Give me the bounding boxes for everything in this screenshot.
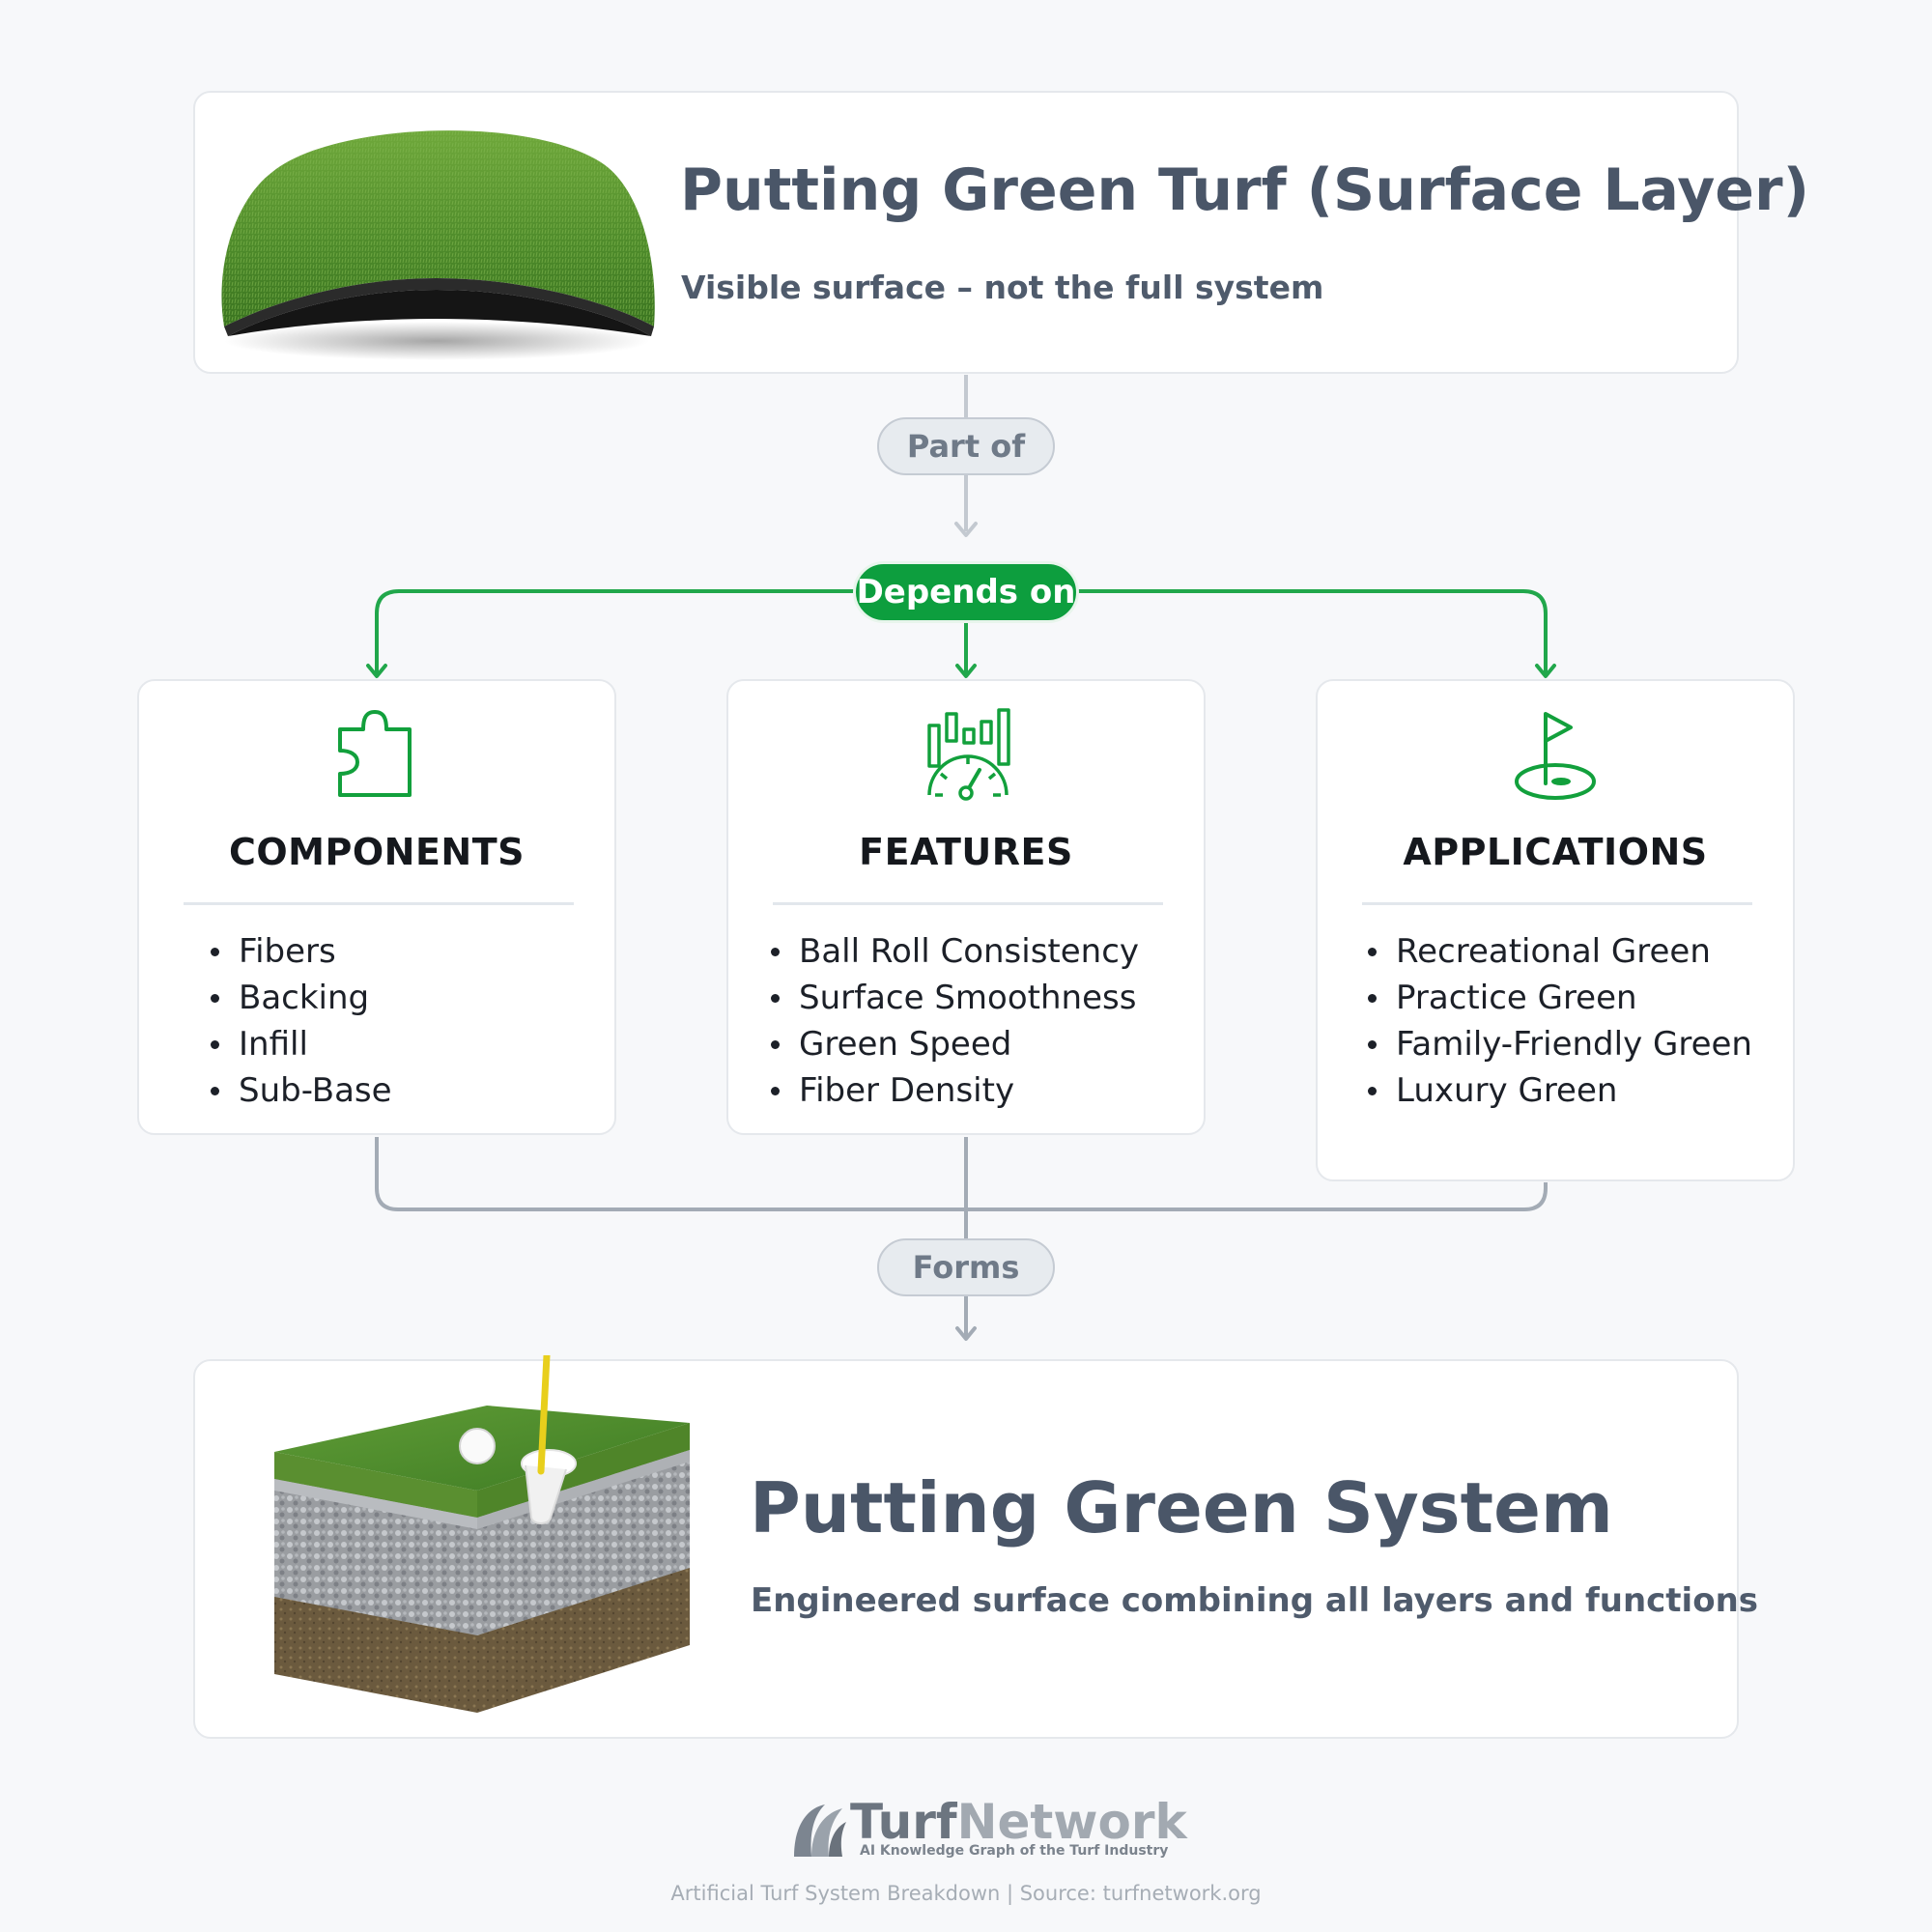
brand-turf: Turf bbox=[850, 1794, 957, 1850]
footer-caption: Artificial Turf System Breakdown | Sourc… bbox=[670, 1882, 1262, 1905]
applications-list: Recreational Green Practice Green Family… bbox=[1366, 928, 1752, 1114]
list-item: Fiber Density bbox=[769, 1067, 1139, 1114]
list-item: Backing bbox=[209, 975, 392, 1021]
components-card: COMPONENTS Fibers Backing Infill Sub-Bas… bbox=[137, 679, 616, 1135]
depends-on-label: Depends on bbox=[853, 561, 1079, 623]
components-title: COMPONENTS bbox=[228, 831, 525, 873]
connector-merge bbox=[375, 1137, 1548, 1211]
features-title: FEATURES bbox=[859, 831, 1073, 873]
putting-green-system-title: Putting Green System bbox=[750, 1467, 1613, 1548]
list-item: Ball Roll Consistency bbox=[769, 928, 1139, 975]
list-item: Practice Green bbox=[1366, 975, 1752, 1021]
turfnetwork-tagline: AI Knowledge Graph of the Turf Industry bbox=[860, 1843, 1169, 1859]
arrow-right bbox=[1535, 664, 1556, 678]
features-divider bbox=[773, 902, 1163, 905]
turfnetwork-logo-icon bbox=[794, 1804, 846, 1857]
list-item: Sub-Base bbox=[209, 1067, 392, 1114]
components-list: Fibers Backing Infill Sub-Base bbox=[209, 928, 392, 1114]
surface-layer-subtitle: Visible surface – not the full system bbox=[681, 269, 1324, 306]
components-divider bbox=[184, 902, 574, 905]
list-item: Fibers bbox=[209, 928, 392, 975]
turf-mat-image bbox=[221, 130, 655, 360]
putting-green-system-card: Putting Green System Engineered surface … bbox=[193, 1355, 1758, 1739]
arrow-partof bbox=[954, 522, 978, 537]
applications-divider bbox=[1362, 902, 1752, 905]
features-list: Ball Roll Consistency Surface Smoothness… bbox=[769, 928, 1139, 1114]
list-item: Infill bbox=[209, 1021, 392, 1067]
list-item: Family-Friendly Green bbox=[1366, 1021, 1752, 1067]
brand-network: Network bbox=[956, 1794, 1187, 1850]
golf-flag-icon bbox=[1515, 712, 1596, 800]
arrow-mid bbox=[955, 664, 977, 678]
list-item: Luxury Green bbox=[1366, 1067, 1752, 1114]
surface-layer-card: Putting Green Turf (Surface Layer) Visib… bbox=[193, 91, 1809, 374]
list-item: Recreational Green bbox=[1366, 928, 1752, 975]
applications-card: APPLICATIONS Recreational Green Practice… bbox=[1316, 679, 1795, 1181]
list-item: Surface Smoothness bbox=[769, 975, 1139, 1021]
surface-layer-title: Putting Green Turf (Surface Layer) bbox=[680, 156, 1810, 224]
features-card: FEATURES Ball Roll Consistency Surface S… bbox=[726, 679, 1206, 1135]
connector-left-branch bbox=[375, 589, 855, 674]
forms-label: Forms bbox=[877, 1238, 1055, 1296]
putting-green-system-subtitle: Engineered surface combining all layers … bbox=[751, 1581, 1759, 1620]
puzzle-icon bbox=[338, 710, 412, 797]
arrow-left bbox=[366, 664, 387, 678]
connector-right-branch bbox=[1077, 589, 1548, 674]
list-item: Green Speed bbox=[769, 1021, 1139, 1067]
layered-green-cross-section-image bbox=[274, 1355, 690, 1713]
arrow-forms bbox=[955, 1326, 977, 1341]
turfnetwork-wordmark: TurfNetwork bbox=[850, 1795, 1187, 1849]
applications-title: APPLICATIONS bbox=[1403, 831, 1708, 873]
speedometer-chart-icon bbox=[927, 708, 1010, 801]
part-of-label: Part of bbox=[877, 417, 1055, 475]
